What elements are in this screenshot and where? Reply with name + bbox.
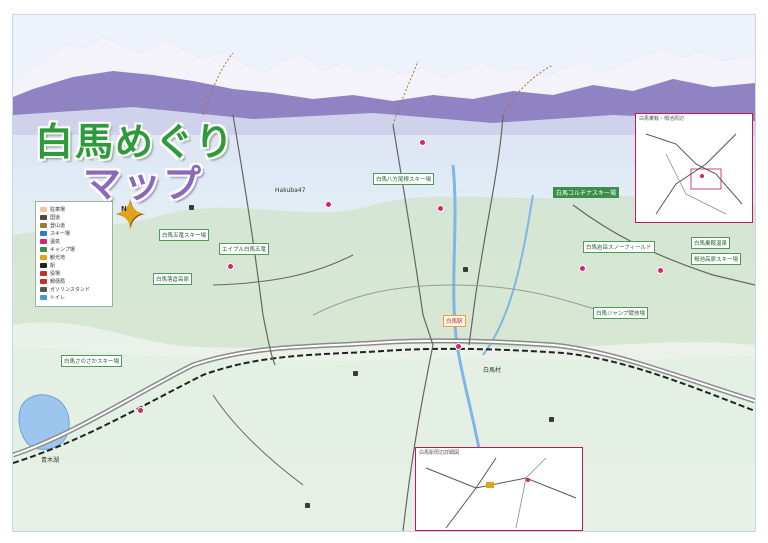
- road-mid[interactable]: [312, 284, 614, 316]
- legend-item: トイレ: [40, 293, 108, 301]
- legend-item: 郵便局: [40, 277, 108, 285]
- place-koshi[interactable]: 白馬落倉高原: [153, 273, 193, 285]
- legend-item: 国道: [40, 213, 108, 221]
- parking-marker-icon[interactable]: [189, 205, 194, 210]
- map-graphic: [13, 15, 755, 531]
- road-icon: [40, 214, 47, 220]
- onsen-pin[interactable]: [325, 201, 332, 208]
- road-south[interactable]: [402, 344, 434, 531]
- inset-south-map[interactable]: 白馬駅周辺詳細図: [415, 447, 583, 531]
- gas-icon: [40, 286, 47, 292]
- trail-1[interactable]: [202, 52, 234, 116]
- legend-item: スキー場: [40, 229, 108, 237]
- place-station[interactable]: 白馬駅: [443, 315, 466, 327]
- onsen-icon: [40, 238, 47, 244]
- onsen-pin[interactable]: [657, 267, 664, 274]
- compass-north-label: N: [121, 205, 127, 213]
- legend-item: ガソリンスタンド: [40, 285, 108, 293]
- place-tsugaike[interactable]: 栂池高原スキー場: [691, 253, 742, 265]
- onsen-pin[interactable]: [455, 343, 462, 350]
- place-village: 白馬村: [483, 367, 502, 374]
- inset-north-map[interactable]: 白馬乗鞍・栂池周辺: [635, 113, 753, 223]
- map-title: 白馬めぐり: [35, 119, 236, 164]
- toilet-icon: [40, 294, 47, 300]
- hakuba-tourist-map[interactable]: 白馬めぐり マップ ✦ N 駐車場 国道 登山道 スキー場 温泉 キャンプ場 観…: [12, 14, 756, 532]
- legend-item: 温泉: [40, 237, 108, 245]
- ski-icon: [40, 230, 47, 236]
- onsen-pin[interactable]: [437, 205, 444, 212]
- inset-south-title: 白馬駅周辺詳細図: [419, 450, 460, 456]
- parking-icon: [40, 206, 47, 212]
- legend-item: キャンプ場: [40, 245, 108, 253]
- road-west[interactable]: [212, 254, 354, 286]
- inset-north-title: 白馬乗鞍・栂池周辺: [639, 116, 685, 122]
- legend-item: 登山道: [40, 221, 108, 229]
- station-icon: [40, 262, 47, 268]
- place-iwatake[interactable]: 白馬岩岳スノーフィールド: [583, 241, 655, 253]
- sightseeing-icon: [40, 254, 47, 260]
- onsen-pin[interactable]: [419, 139, 426, 146]
- legend-item: 役場: [40, 269, 108, 277]
- place-jump[interactable]: 白馬ジャンプ競技場: [593, 307, 649, 319]
- map-legend: 駐車場 国道 登山道 スキー場 温泉 キャンプ場 観光地 駅 役場 郵便局 ガソ…: [35, 201, 113, 307]
- legend-item: 駐車場: [40, 205, 108, 213]
- lowland: [13, 345, 755, 531]
- inset-south-graphic: [425, 457, 577, 529]
- station-marker-icon[interactable]: [353, 371, 358, 376]
- place-norikura[interactable]: 白馬乗鞍温泉: [691, 237, 731, 249]
- place-aokiko[interactable]: 青木湖: [41, 457, 60, 464]
- onsen-pin[interactable]: [137, 407, 144, 414]
- trail-2[interactable]: [392, 60, 419, 126]
- road-southwest[interactable]: [212, 394, 304, 486]
- trail-3[interactable]: [502, 64, 554, 116]
- compass-star-icon: ✦: [113, 192, 147, 238]
- road-happo[interactable]: [392, 124, 434, 346]
- snow-caps: [13, 37, 755, 101]
- place-goryu-main[interactable]: 白馬五竜スキー場: [159, 229, 210, 241]
- place-goryu[interactable]: エイブル白馬五竜: [219, 243, 270, 255]
- road-north[interactable]: [232, 114, 276, 366]
- camp-icon: [40, 246, 47, 252]
- onsen-pin[interactable]: [579, 265, 586, 272]
- parking-marker-icon[interactable]: [305, 503, 310, 508]
- inset-north-graphic: [645, 133, 743, 215]
- legend-item: 観光地: [40, 253, 108, 261]
- parking-marker-icon[interactable]: [463, 267, 468, 272]
- place-hakuba47[interactable]: Hakuba47: [275, 187, 306, 194]
- place-happo[interactable]: 白馬八方尾根スキー場: [373, 173, 435, 185]
- onsen-pin[interactable]: [227, 263, 234, 270]
- place-cortina[interactable]: 白馬コルチナスキー場: [553, 187, 620, 198]
- office-icon: [40, 270, 47, 276]
- parking-marker-icon[interactable]: [549, 417, 554, 422]
- foothills: [13, 107, 755, 165]
- legend-item: 駅: [40, 261, 108, 269]
- road-tsugaike[interactable]: [468, 114, 504, 346]
- trail-icon: [40, 222, 47, 228]
- post-icon: [40, 278, 47, 284]
- map-subtitle: マップ: [83, 161, 204, 206]
- place-sanosaka[interactable]: 白馬さのさかスキー場: [61, 355, 123, 367]
- jr-oito-line[interactable]: [13, 347, 755, 464]
